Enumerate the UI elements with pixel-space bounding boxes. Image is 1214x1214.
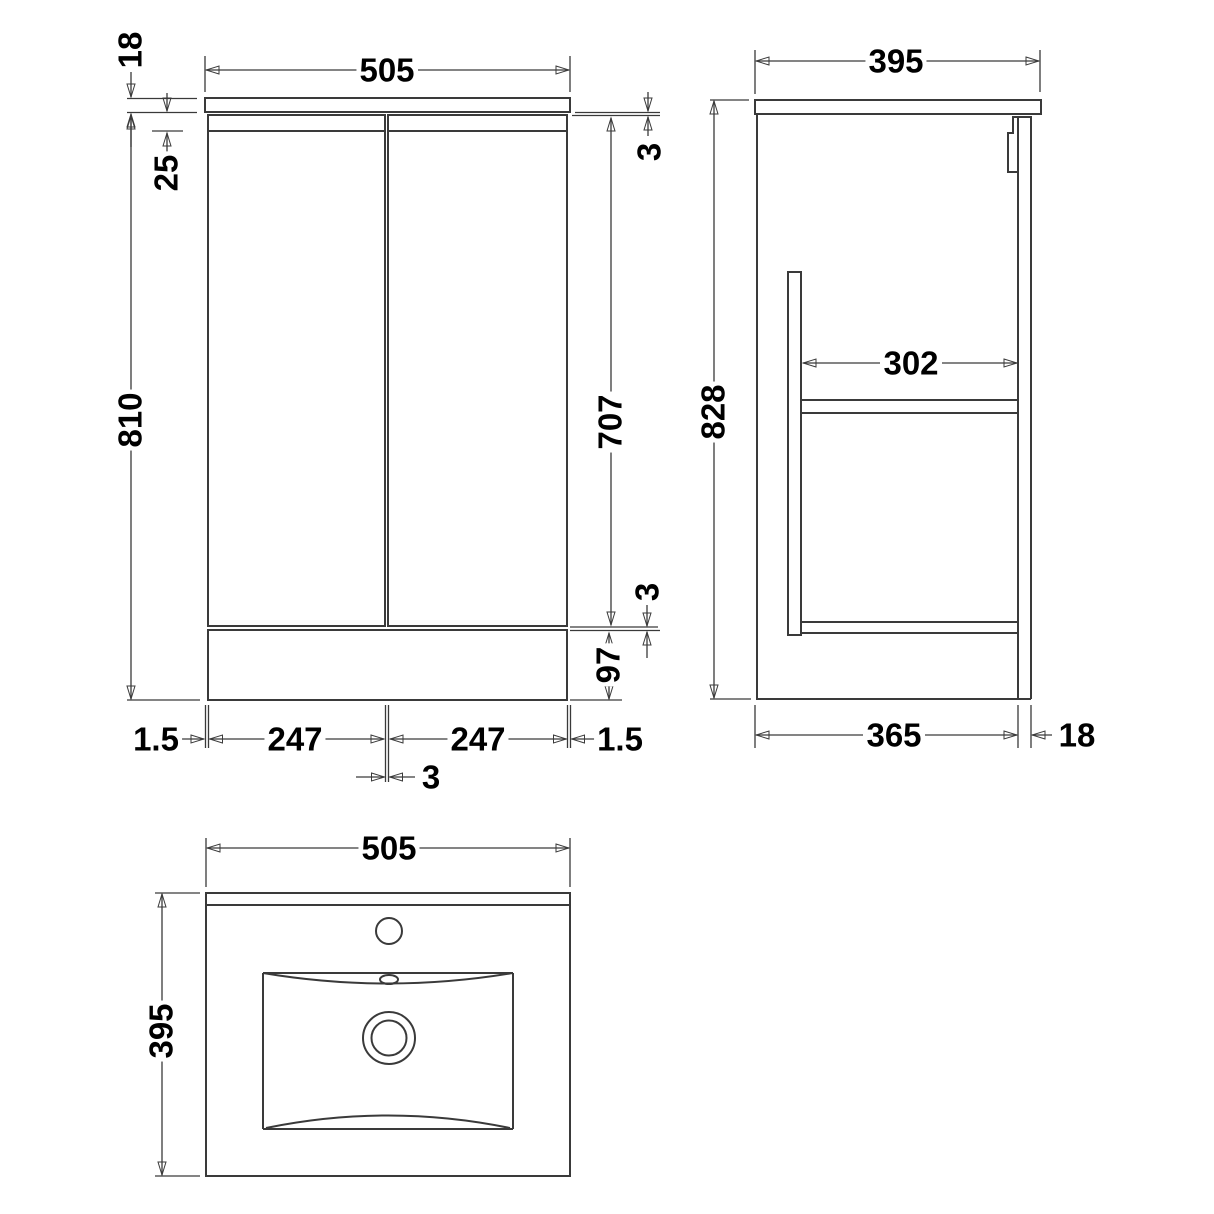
side-worktop: [754, 99, 1042, 115]
plan-waste-inner: [370, 1019, 408, 1057]
front-worktop: [204, 97, 571, 113]
side-door: [1017, 116, 1032, 699]
dim-label-front-top-gap: 3: [631, 139, 668, 165]
dim-front-door-height: [570, 118, 658, 628]
dim-label-side-door: 18: [1055, 718, 1099, 752]
dim-label-side-body: 365: [863, 718, 925, 752]
side-body-outline: [756, 114, 1031, 700]
dim-front-bottom-chain: [179, 705, 596, 782]
front-door-right: [387, 114, 568, 627]
plan-overflow-slot: [379, 974, 399, 985]
dim-label-side-internal: 302: [880, 346, 942, 380]
front-view: [127, 56, 660, 782]
dim-label-front-worktop: 18: [112, 28, 149, 72]
dim-label-plan-depth: 395: [143, 1000, 180, 1062]
plan-basin-front-slope: [265, 1114, 511, 1129]
dim-label-front-height: 810: [112, 389, 149, 451]
dim-front-width: [204, 56, 571, 92]
dim-front-top-gap: [572, 92, 660, 136]
side-view: [710, 50, 1052, 748]
dim-label-front-edge-left: 1.5: [130, 722, 182, 756]
side-bottom-panel: [800, 621, 1019, 634]
front-plinth: [207, 629, 568, 701]
dim-side-bottom: [754, 705, 1052, 748]
dim-front-height: [127, 116, 200, 701]
side-back-panel: [787, 271, 802, 636]
side-shelf: [800, 399, 1019, 414]
dim-plan-depth: [155, 892, 200, 1177]
dim-front-bottom-gap: [570, 605, 660, 658]
dim-label-front-door-height: 707: [592, 391, 629, 453]
dim-label-front-door-right: 247: [447, 722, 509, 756]
dim-label-front-centre-gap: 3: [418, 760, 444, 794]
dim-label-plan-width: 505: [358, 831, 420, 865]
plan-waste-outer: [362, 1011, 416, 1065]
dim-label-side-depth: 395: [865, 44, 927, 78]
dim-label-front-bottom-gap: 3: [629, 579, 666, 605]
dim-label-front-plinth: 97: [590, 643, 627, 687]
dim-side-depth: [754, 50, 1041, 94]
dim-front-worktop: [127, 72, 197, 147]
dim-label-front-rail: 25: [148, 151, 185, 195]
dim-label-front-edge-right: 1.5: [594, 722, 646, 756]
dim-label-front-width: 505: [356, 53, 418, 87]
plan-worktop-outline: [205, 892, 571, 1177]
side-hinge-notch: [1007, 116, 1018, 173]
dim-label-side-height: 828: [695, 381, 732, 443]
dim-side-height: [710, 99, 751, 700]
dim-label-front-door-left: 247: [264, 722, 326, 756]
plan-basin-outline: [262, 972, 514, 1130]
plan-tap-hole: [375, 917, 403, 945]
dim-front-rail: [152, 93, 183, 152]
front-door-left: [207, 114, 386, 627]
dim-plan-width: [205, 838, 571, 887]
plan-view: [155, 838, 571, 1177]
